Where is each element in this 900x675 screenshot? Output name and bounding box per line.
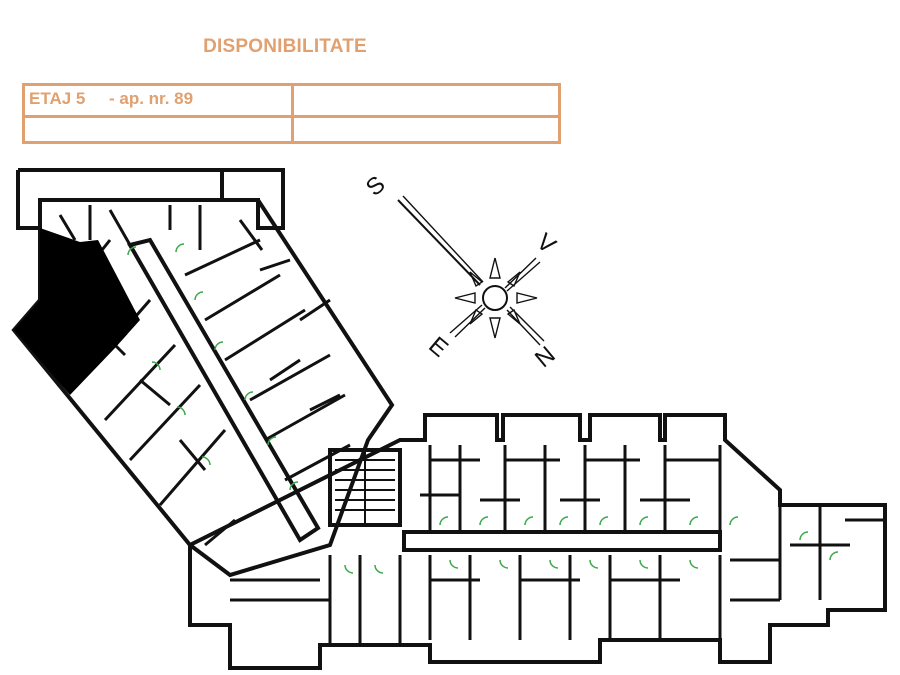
compass-label-e: E [423,332,453,363]
horizontal-wing-outline [188,413,887,670]
compass-label-s: S [361,171,391,202]
apartment-cell: ETAJ 5 - ap. nr. 89 [29,89,194,108]
compass-label-n: N [530,341,561,373]
horizontal-corridor [402,530,722,552]
rotated-corridor [126,237,321,543]
door-swings [127,243,839,574]
page-title: DISPONIBILITATE [203,36,367,57]
compass-label-v: V [531,228,561,259]
stair-treads [335,450,395,525]
horizontal-wing-walls [230,445,885,645]
table-column-divider [291,86,294,141]
highlighted-apartment [14,228,140,395]
compass-rose [397,195,545,346]
info-table: ETAJ 5 - ap. nr. 89 [22,83,561,144]
